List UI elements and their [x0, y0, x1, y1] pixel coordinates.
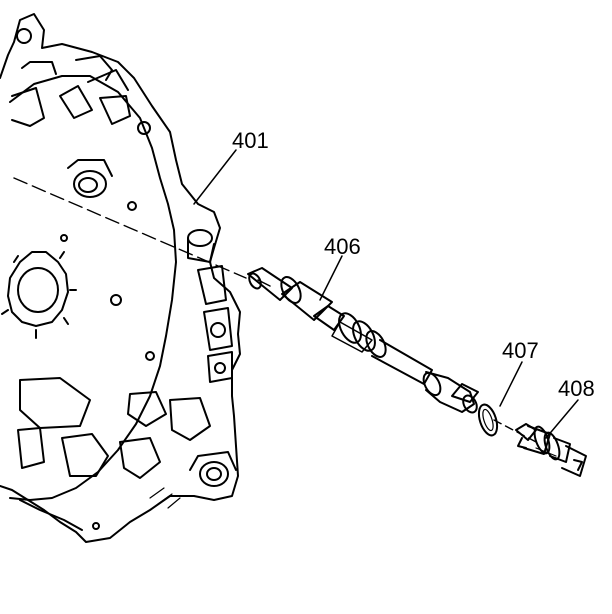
- callout-406: 406: [324, 234, 361, 259]
- speed-sensor: [515, 423, 587, 477]
- bolt-hole: [137, 121, 151, 135]
- leader-406: [319, 255, 343, 301]
- assembly-centerline: [13, 177, 247, 279]
- pump-hub: [1, 251, 77, 339]
- shaft-assembly: [247, 267, 479, 414]
- transmission-housing: [0, 13, 241, 543]
- callout-408: 408: [558, 376, 595, 401]
- callout-407: 407: [502, 338, 539, 363]
- leader-407: [499, 361, 523, 407]
- leader-408: [545, 399, 579, 439]
- leader-401: [193, 149, 237, 205]
- o-ring: [477, 403, 499, 437]
- seal-bore: [73, 170, 107, 198]
- callout-401: 401: [232, 128, 269, 153]
- mount-hole: [16, 28, 32, 44]
